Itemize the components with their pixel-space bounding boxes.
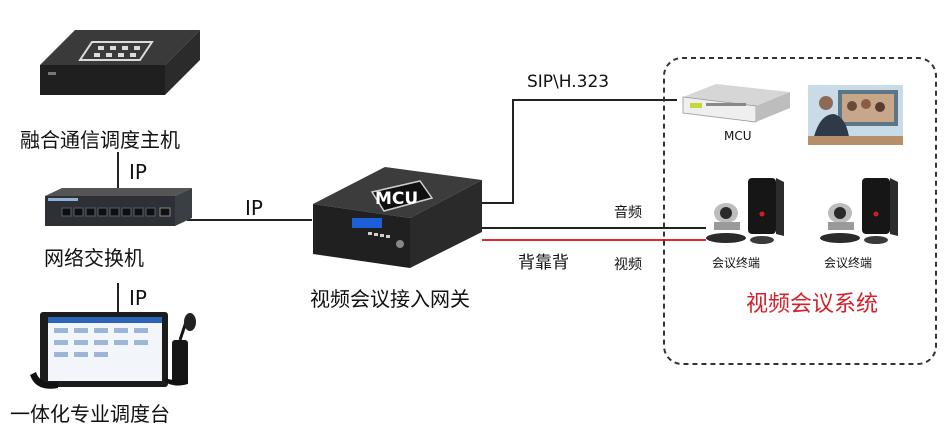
video-system-label: 视频会议系统 <box>746 292 879 317</box>
terminal-2-device <box>820 178 898 244</box>
video-system-boundary <box>663 57 937 365</box>
host-switch-link-label: IP <box>129 160 147 184</box>
dispatch-host-device <box>40 30 200 95</box>
gateway-label: 视频会议接入网关 <box>310 287 470 311</box>
terminal-2-label: 会议终端 <box>824 256 873 270</box>
network-switch-device <box>45 188 192 226</box>
switch-console-link-label: IP <box>129 286 147 310</box>
audio-link-label: 音频 <box>614 205 642 221</box>
dispatch-console-label: 一体化专业调度台 <box>10 402 170 426</box>
dispatch-console-device <box>30 312 196 389</box>
video-link-label: 视频 <box>614 257 642 273</box>
mcu-device <box>682 84 790 123</box>
gateway-badge: MCU <box>375 189 419 209</box>
network-switch-label: 网络交换机 <box>44 246 144 270</box>
link-gateway-mcu <box>482 99 677 204</box>
back-to-back-label: 背靠背 <box>518 253 569 273</box>
gateway-mcu-link-label: SIP\H.323 <box>527 72 610 92</box>
gateway-device <box>313 167 482 268</box>
dispatch-host-label: 融合通信调度主机 <box>20 128 180 152</box>
terminal-1-device <box>706 178 784 244</box>
switch-gateway-link-label: IP <box>245 196 263 220</box>
terminal-1-label: 会议终端 <box>712 256 761 270</box>
mcu-label: MCU <box>724 129 752 143</box>
conference-room-image <box>808 85 903 145</box>
